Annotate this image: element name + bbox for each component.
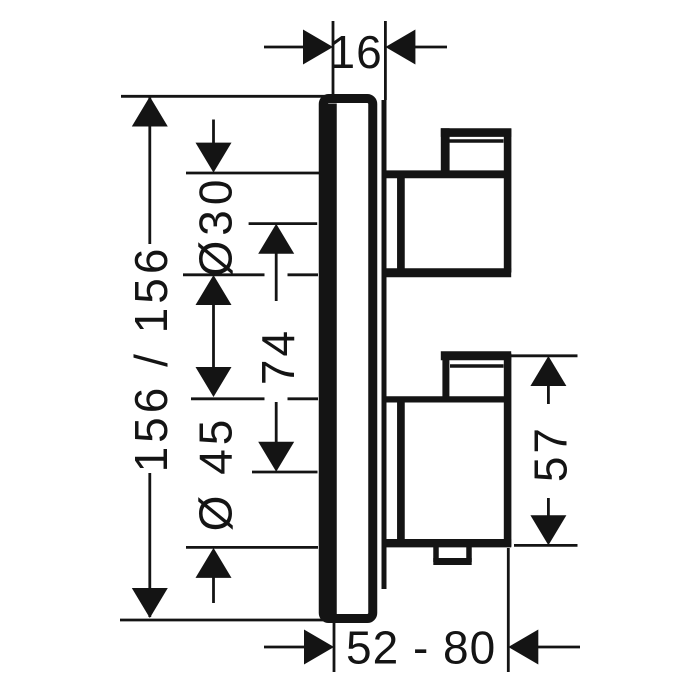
svg-text:16: 16	[330, 26, 383, 78]
svg-text:156 / 156: 156 / 156	[125, 245, 177, 473]
svg-text:Ø30: Ø30	[190, 175, 242, 277]
svg-text:57: 57	[524, 425, 576, 482]
svg-text:74: 74	[252, 328, 304, 385]
svg-text:52 - 80: 52 - 80	[346, 622, 496, 674]
svg-text:Ø 45: Ø 45	[190, 416, 242, 532]
